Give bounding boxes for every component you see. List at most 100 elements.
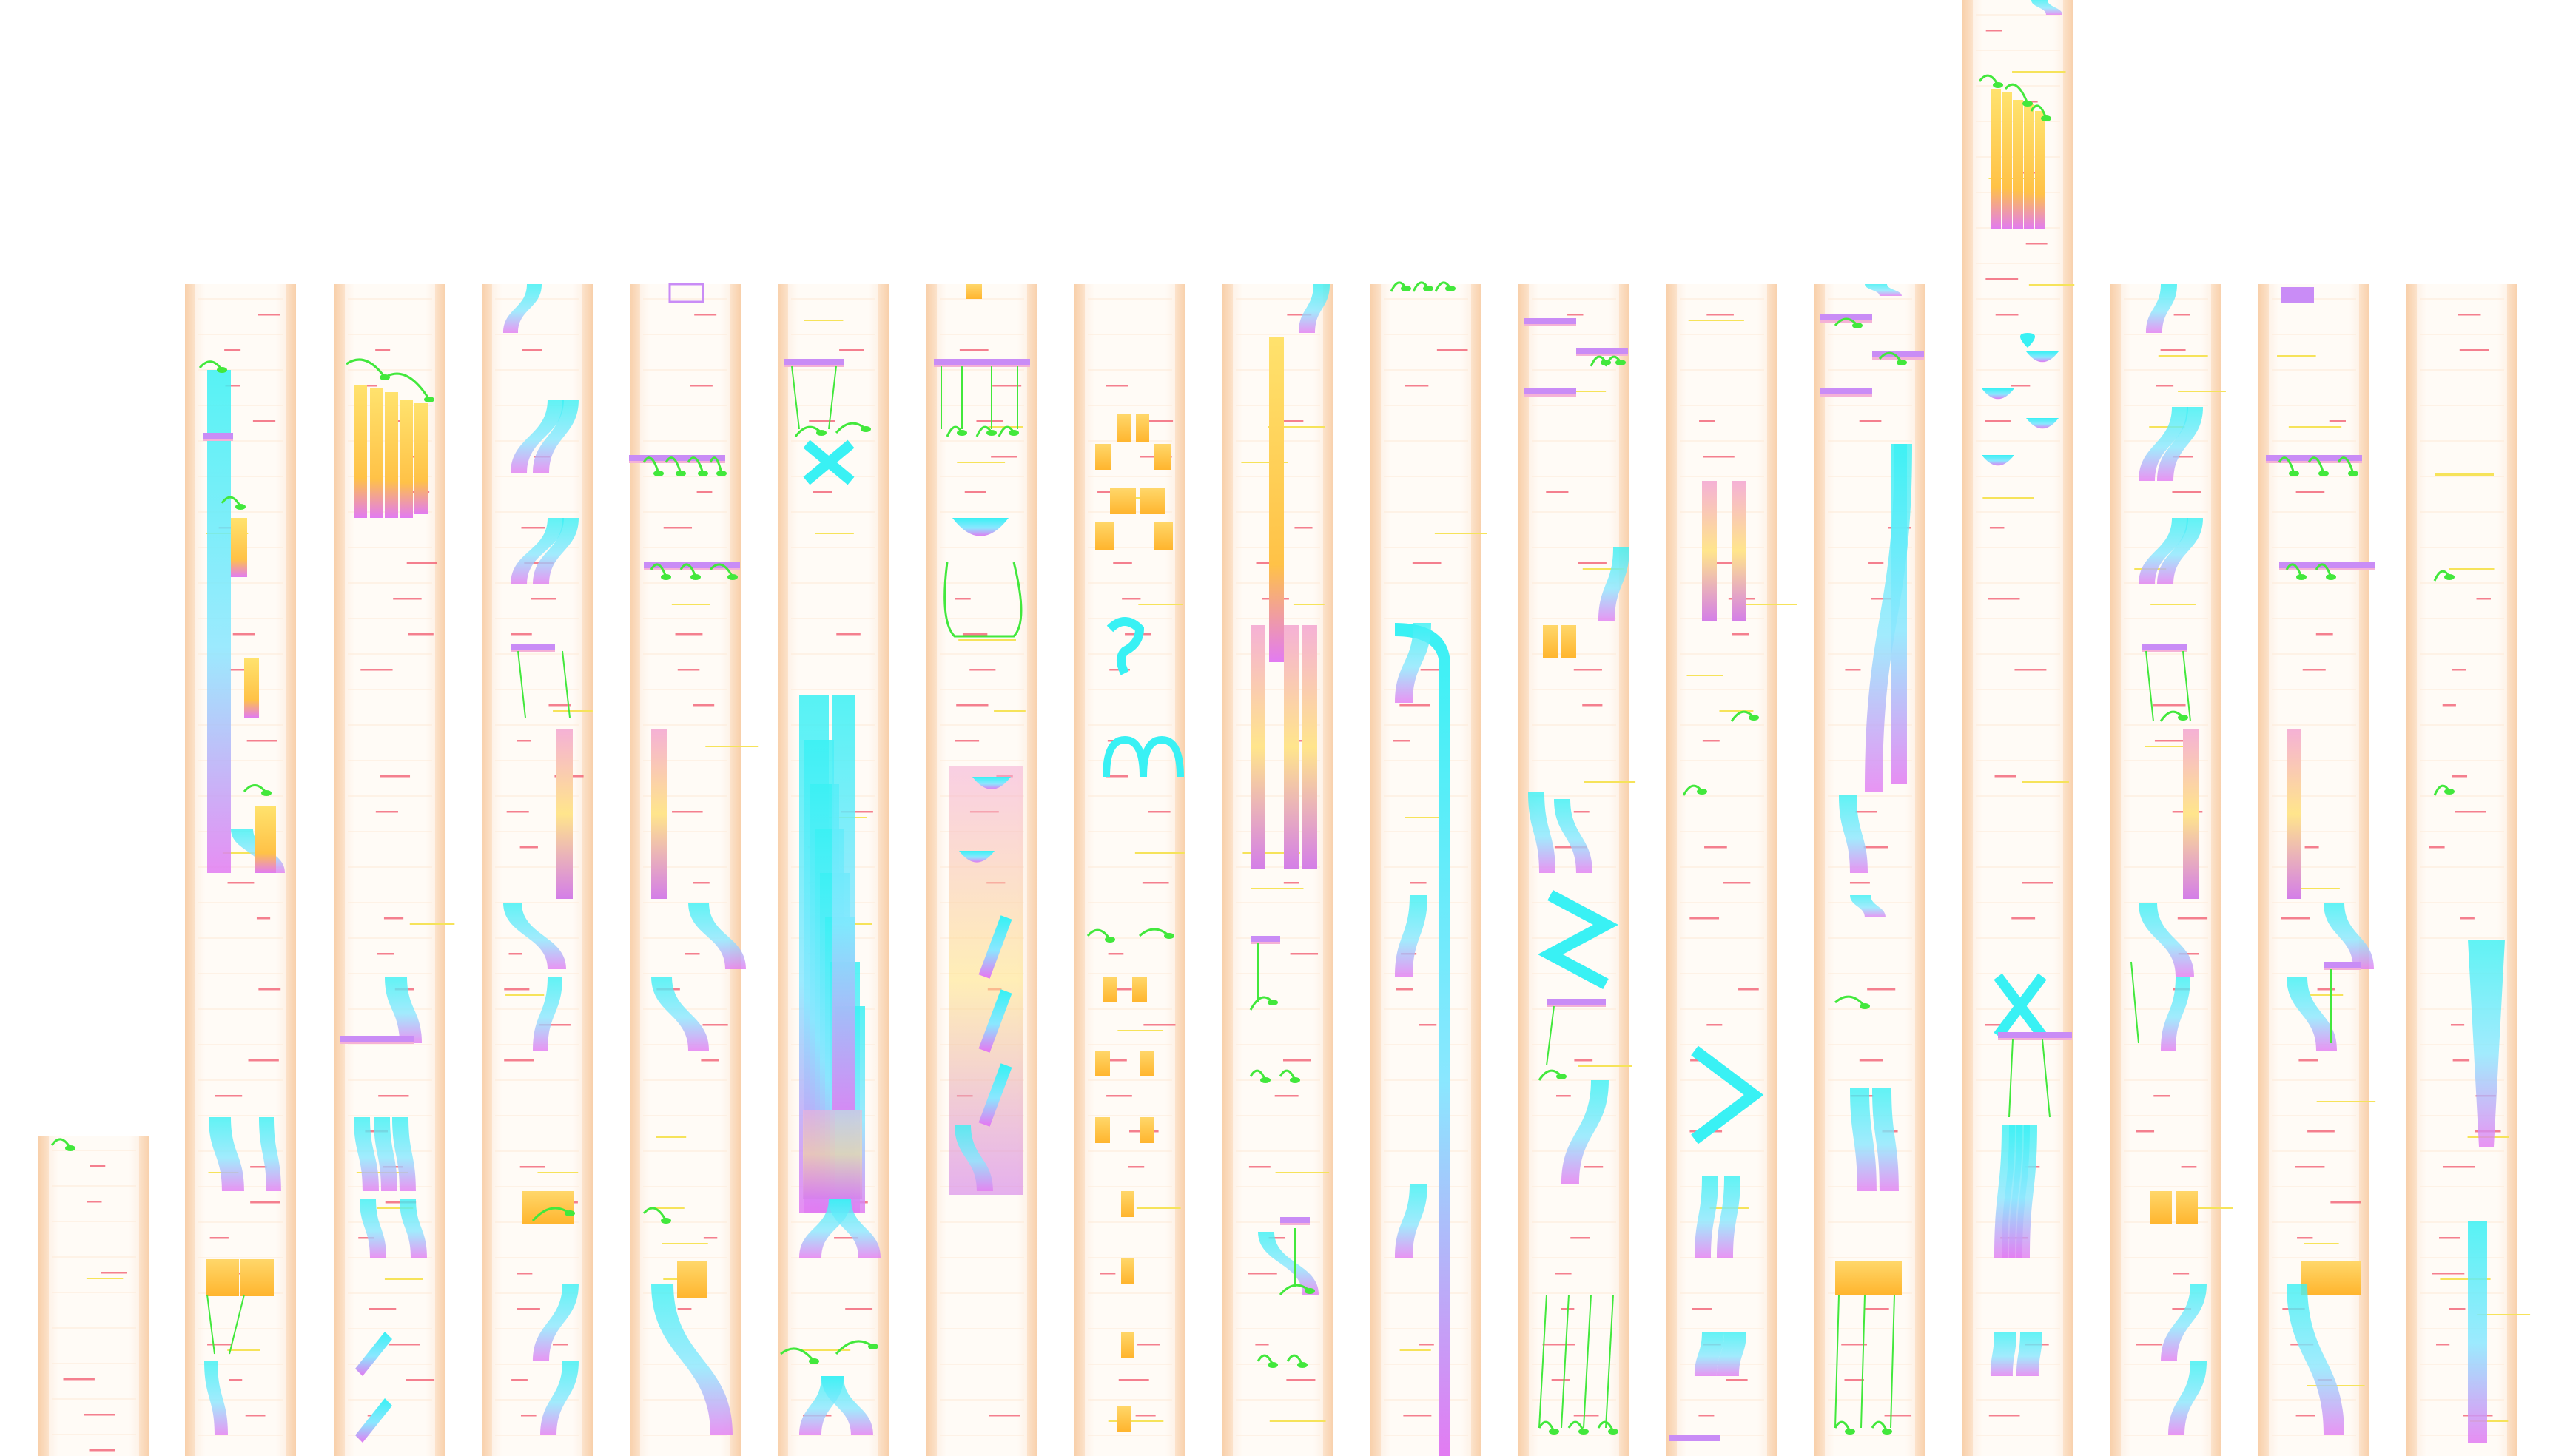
flow-curve [503, 284, 542, 333]
tiny-label [1565, 391, 1607, 392]
tiny-label [505, 994, 545, 996]
green-node [1445, 286, 1456, 291]
violet-bar-edge [2142, 650, 2187, 652]
flow-curve [2031, 0, 2062, 15]
tiny-label [958, 639, 1016, 641]
flow-cross [1994, 973, 2047, 1039]
column-c16 [2406, 284, 2531, 1456]
shape-layer [50, 0, 2505, 1456]
tiny-label [2025, 243, 2048, 245]
tiny-label [2452, 669, 2466, 671]
flow-curve [360, 1199, 386, 1258]
tiny-label [2158, 355, 2208, 357]
flow-curve [2287, 1284, 2344, 1435]
green-link [2042, 1039, 2051, 1118]
tiny-label [229, 669, 249, 671]
green-link [2130, 961, 2139, 1044]
tiny-label [1405, 817, 1441, 818]
violet-bar-edge [511, 650, 555, 652]
green-link [1561, 1294, 1570, 1429]
tiny-label [1135, 1415, 1156, 1417]
bar [255, 806, 276, 873]
violet-bar [2324, 962, 2361, 968]
tiny-label [2022, 781, 2069, 783]
green-link [1860, 1294, 1866, 1429]
flow-curve [829, 1199, 881, 1258]
tiny-label [690, 385, 713, 387]
flow-curve [1872, 1088, 1899, 1191]
violet-bar [644, 562, 740, 568]
violet-box [668, 283, 704, 303]
violet-bar [2142, 644, 2187, 650]
green-node [2289, 471, 2299, 476]
flow-heart [2020, 333, 2035, 348]
flow-curve [1695, 1332, 1724, 1376]
flow-curve [533, 1284, 579, 1361]
flow-curve [2324, 903, 2374, 969]
tiny-label [1271, 420, 1304, 422]
tiny-label [1855, 811, 1877, 813]
tiny-label [508, 953, 522, 955]
tiny-label [2178, 391, 2226, 392]
tiny-label [2028, 284, 2075, 286]
tiny-label [841, 811, 873, 813]
green-link [828, 365, 837, 430]
green-node [2444, 789, 2455, 795]
flow-curve [540, 1361, 579, 1435]
tiny-label [1841, 1344, 1867, 1346]
tiny-label [959, 349, 989, 351]
column-c15 [2258, 284, 2376, 1456]
tiny-label [375, 349, 391, 351]
green-arc [709, 456, 723, 474]
tiny-label [1290, 953, 1319, 955]
tiny-label [63, 1378, 95, 1381]
tiny-label [836, 633, 861, 636]
bar [414, 403, 428, 514]
tiny-label [222, 852, 263, 854]
flow-curve [1839, 795, 1868, 873]
tiny-label [1582, 704, 1603, 707]
tiny-label [1143, 1024, 1176, 1026]
column-inner [2417, 284, 2507, 1456]
orange-block [2331, 1261, 2361, 1295]
green-node [2022, 101, 2033, 107]
flow-bowl [952, 518, 1009, 536]
tiny-label [1283, 882, 1299, 884]
tiny-label [2435, 473, 2494, 476]
tiny-label [553, 710, 593, 712]
flow-zigzag [1538, 889, 1618, 990]
green-node [1897, 360, 1907, 365]
bar [2035, 111, 2045, 229]
green-arc [2307, 456, 2325, 474]
flow-curve [1528, 792, 1555, 873]
bar [244, 658, 259, 718]
tiny-label [2012, 71, 2066, 73]
green-node [1852, 323, 1863, 328]
tiny-label [2469, 1420, 2509, 1422]
tiny-label [384, 1278, 423, 1280]
flow-curve [385, 977, 422, 1043]
flow-slant [978, 915, 1012, 979]
flow-slant [355, 1332, 392, 1376]
orange-block [1543, 625, 1558, 658]
flow-curve [2168, 1361, 2207, 1435]
tiny-label [2329, 420, 2346, 422]
tiny-label [406, 562, 437, 564]
flow-curve [259, 1117, 281, 1191]
tiny-label [992, 385, 1022, 387]
flow-curve [2016, 1125, 2037, 1258]
tiny-label [1859, 420, 1882, 422]
green-node [424, 397, 434, 402]
violet-bar [1576, 348, 1628, 354]
tiny-label [663, 527, 693, 529]
flow-curve [1717, 1332, 1746, 1376]
violet-bar [1280, 1217, 1310, 1223]
tiny-label [2173, 314, 2190, 316]
bar [651, 729, 667, 899]
orange-block [2150, 1191, 2172, 1224]
orange-block [240, 1259, 274, 1296]
tiny-label [2439, 1237, 2460, 1239]
violet-bar [2279, 562, 2375, 568]
tiny-label [1287, 314, 1312, 316]
tiny-label [1434, 533, 1487, 534]
